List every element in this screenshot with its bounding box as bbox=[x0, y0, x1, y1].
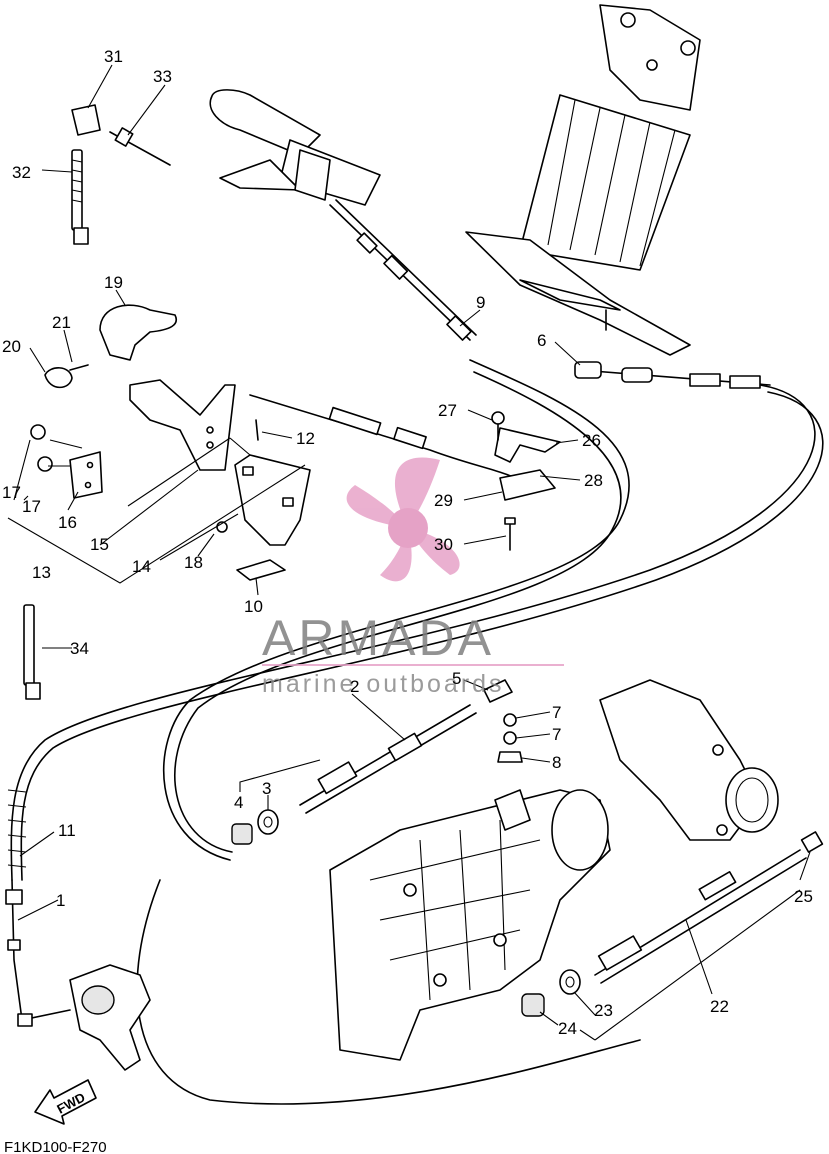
callout-19: 19 bbox=[104, 273, 123, 292]
callout-23: 23 bbox=[594, 1001, 613, 1020]
callout-6: 6 bbox=[537, 331, 546, 350]
bracket-15 bbox=[129, 379, 236, 471]
callout-25: 25 bbox=[794, 887, 813, 906]
throttle-lever-19 bbox=[99, 304, 177, 361]
bracket-14 bbox=[234, 454, 311, 546]
nut-4 bbox=[231, 823, 253, 845]
callout-17-right: 17 bbox=[22, 497, 41, 516]
callout-2: 2 bbox=[350, 677, 359, 696]
propeller-logo-icon bbox=[346, 457, 460, 582]
callout-17-left: 17 bbox=[2, 483, 21, 502]
brand-tagline: marine outboards bbox=[262, 670, 505, 698]
fwd-label: FWD bbox=[54, 1089, 87, 1116]
jet-pump-housing bbox=[329, 789, 611, 1061]
callout-15: 15 bbox=[90, 535, 109, 554]
screw-21 bbox=[69, 364, 89, 371]
plate-16 bbox=[69, 451, 103, 499]
callout-1: 1 bbox=[56, 891, 65, 910]
nut-24 bbox=[521, 993, 545, 1017]
brand-name: ARMADA bbox=[262, 610, 494, 666]
callout-13: 13 bbox=[32, 563, 51, 582]
bolt-27 bbox=[491, 411, 505, 441]
pin-33 bbox=[109, 127, 171, 166]
callout-7-top: 7 bbox=[552, 703, 561, 722]
bolt-17 bbox=[30, 424, 53, 472]
washer-23 bbox=[559, 969, 581, 995]
callout-26: 26 bbox=[582, 431, 601, 450]
tie-wrap-34 bbox=[23, 604, 41, 700]
callout-31: 31 bbox=[104, 47, 123, 66]
callout-21: 21 bbox=[52, 313, 71, 332]
callout-30: 30 bbox=[434, 535, 453, 554]
callout-8: 8 bbox=[552, 753, 561, 772]
callout-11: 11 bbox=[58, 821, 76, 840]
callout-22: 22 bbox=[710, 997, 729, 1016]
callout-10: 10 bbox=[244, 597, 263, 616]
fwd-arrow: FWD bbox=[34, 1079, 97, 1125]
callout-20: 20 bbox=[2, 337, 21, 356]
callout-5: 5 bbox=[452, 669, 461, 688]
lower-throttle-bracket bbox=[17, 964, 151, 1071]
leader-lines bbox=[7, 64, 811, 1041]
shift-cable-2 bbox=[299, 679, 523, 814]
callout-12: 12 bbox=[296, 429, 315, 448]
cable-joint-6 bbox=[574, 361, 771, 389]
rivet-30 bbox=[504, 517, 516, 551]
steering-column bbox=[465, 4, 701, 356]
callout-27: 27 bbox=[438, 401, 457, 420]
throttle-cable-11 bbox=[5, 384, 824, 1021]
handlebar-grip bbox=[209, 89, 381, 206]
callout-24: 24 bbox=[558, 1019, 577, 1038]
callout-34: 34 bbox=[70, 639, 89, 658]
callout-18: 18 bbox=[184, 553, 203, 572]
shift-cable-22 bbox=[594, 831, 824, 984]
callout-7-bottom: 7 bbox=[552, 725, 561, 744]
watermark: ARMADA marine outboards bbox=[262, 457, 564, 698]
callout-14: 14 bbox=[132, 557, 151, 576]
callout-16: 16 bbox=[58, 513, 77, 532]
callout-3: 3 bbox=[262, 779, 271, 798]
washer-3 bbox=[257, 809, 279, 835]
tie-wrap-32 bbox=[71, 149, 89, 245]
callout-32: 32 bbox=[12, 163, 31, 182]
callout-28: 28 bbox=[584, 471, 603, 490]
nozzle-housing bbox=[599, 679, 779, 841]
callout-33: 33 bbox=[153, 67, 172, 86]
callout-29: 29 bbox=[434, 491, 453, 510]
callouts: 31 33 32 19 21 20 9 6 12 27 26 28 29 30 … bbox=[2, 47, 813, 1038]
plate-29 bbox=[499, 469, 556, 501]
throttle-cable-9 bbox=[329, 199, 477, 341]
bracket-26 bbox=[494, 427, 561, 463]
bracket-10 bbox=[236, 559, 286, 581]
callout-4: 4 bbox=[234, 793, 243, 812]
callout-9: 9 bbox=[476, 293, 485, 312]
diagram-code: F1KD100-F270 bbox=[4, 1139, 107, 1154]
clip-31 bbox=[71, 104, 101, 136]
knob-20 bbox=[44, 367, 73, 389]
